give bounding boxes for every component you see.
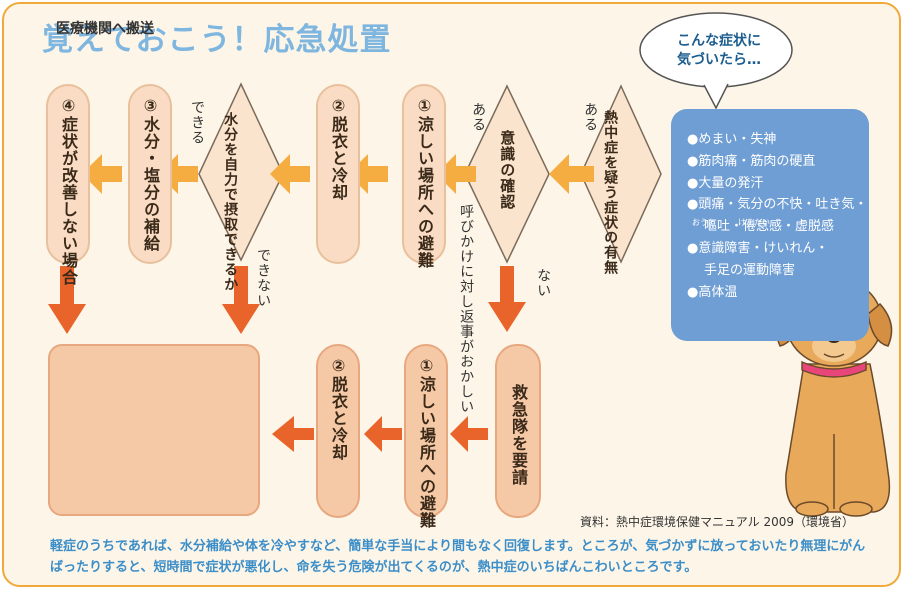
- furigana-fatigue: けんたい: [738, 218, 770, 227]
- step-top-4-not-improved: ④症状が改善しない場合: [46, 84, 90, 286]
- diamond-check-symptom-text: 熱中症を疑う症状の有無: [602, 110, 619, 275]
- arrow-step3-to-step4: [82, 154, 122, 194]
- symptom-item: ●意識障害・けいれん・: [687, 241, 829, 257]
- arrow-sym-to-consc: [549, 154, 594, 194]
- symptom-box: ●めまい・失神 ●筋肉痛・筋肉の硬直 ●大量の発汗 ●頭痛・気分の不快・吐き気・…: [671, 109, 869, 341]
- diamond-consciousness-text: 意識の確認: [498, 130, 517, 210]
- symptom-item: ●筋肉痛・筋肉の硬直: [687, 153, 816, 169]
- step-top-2-label: ②脱衣と冷却: [329, 96, 348, 201]
- label-call-abnormal: 呼びかけに対し返事がおかしい: [458, 204, 475, 414]
- label-aru-2: ある: [470, 102, 487, 132]
- step-bottom-1-label: ①涼しい場所への避難: [417, 356, 436, 529]
- arrows-dark: [48, 266, 526, 452]
- symptom-item: ●高体温: [687, 284, 738, 300]
- furigana-vomit: おうと: [692, 218, 716, 227]
- arrow-step1b-to-step2b: [364, 416, 402, 452]
- bubble-line-1: こんな症状に: [677, 33, 761, 49]
- source-credit: 資料：熱中症環境保健マニュアル 2009（環境省）: [580, 515, 854, 529]
- step-bottom-ambulance: 救急隊を要請: [495, 344, 541, 518]
- hospital-label: 医療機関へ搬送: [56, 21, 154, 37]
- label-nai: ない: [535, 268, 552, 298]
- step-bottom-ambulance-label: 救急隊を要請: [509, 384, 528, 486]
- step-bottom-2-undress-cool: ②脱衣と冷却: [316, 344, 360, 518]
- arrow-step2-to-water: [270, 154, 310, 194]
- step-top-3-water-salt: ③水分・塩分の補給: [128, 84, 172, 264]
- symptom-item-continued: 手足の運動障害: [704, 262, 796, 278]
- arrow-water-down: [222, 266, 260, 334]
- step-top-2-undress-cool: ②脱衣と冷却: [316, 84, 360, 264]
- symptom-item: ●めまい・失神: [687, 132, 777, 147]
- arrow-step4-down: [48, 266, 86, 334]
- speech-bubble-text: こんな症状に 気づいたら…: [654, 32, 784, 70]
- speech-bubble: [639, 12, 793, 110]
- step-top-4-label: ④症状が改善しない場合: [59, 96, 78, 286]
- arrow-ambulance-to-step1b: [450, 416, 488, 452]
- diamond-check-symptom: [580, 84, 662, 264]
- step-top-1-label: ①涼しい場所への避難: [415, 96, 434, 269]
- step-top-3-label: ③水分・塩分の補給: [141, 96, 160, 252]
- diamond-consciousness: [464, 84, 550, 264]
- hospital-box: [48, 344, 260, 516]
- footer-note: 軽症のうちであれば、水分補給や体を冷やすなど、簡単な手当により間もなく回復します…: [50, 539, 866, 575]
- page-title: 覚えておこう！応急処置: [42, 22, 392, 58]
- symptom-item-continued: 嘔吐・倦怠感・虚脱感: [704, 219, 835, 235]
- diamond-water-self-text: 水分を自力で摂取できるか: [222, 112, 239, 292]
- arrow-consc-to-step1: [436, 154, 476, 194]
- diamond-water-self: [198, 82, 284, 262]
- label-dekiru: できる: [189, 100, 206, 145]
- arrow-consc-down: [488, 266, 526, 332]
- symptom-item: ●大量の発汗: [687, 175, 764, 191]
- symptom-list: ●めまい・失神 ●筋肉痛・筋肉の硬直 ●大量の発汗 ●頭痛・気分の不快・吐き気・…: [671, 109, 869, 304]
- bubble-line-2: 気づいたら…: [677, 51, 761, 68]
- step-bottom-1-cool-place: ①涼しい場所への避難: [404, 344, 448, 529]
- symptom-item: ●頭痛・気分の不快・吐き気・: [687, 197, 868, 213]
- arrow-step2b-to-hospital: [272, 416, 314, 452]
- step-top-1-cool-place: ①涼しい場所への避難: [402, 84, 446, 269]
- step-bottom-2-label: ②脱衣と冷却: [329, 356, 348, 461]
- label-dekinai: できない: [255, 248, 272, 308]
- label-aru-1: ある: [582, 102, 599, 132]
